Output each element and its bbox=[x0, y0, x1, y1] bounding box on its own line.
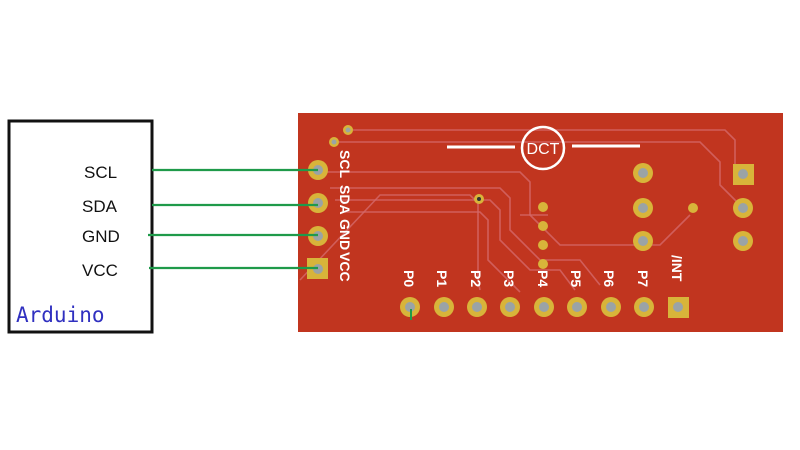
header-label-gnd: GND bbox=[337, 219, 353, 250]
port-label-p3: P3 bbox=[501, 270, 517, 287]
port-label-p0: P0 bbox=[401, 270, 417, 287]
connection-wires bbox=[148, 168, 318, 270]
address-jumpers bbox=[633, 163, 754, 251]
port-label-p7: P7 bbox=[635, 270, 651, 287]
header-label-scl: SCL bbox=[337, 150, 353, 178]
port-header: P0 P1 P2 P3 P4 P5 P6 P7 /INT bbox=[400, 255, 689, 320]
arduino-pin-scl: SCL bbox=[84, 163, 117, 182]
arduino-pin-vcc: VCC bbox=[82, 261, 118, 280]
header-label-sda: SDA bbox=[337, 185, 353, 215]
logo-text: DCT bbox=[527, 141, 560, 158]
port-label-p4: P4 bbox=[535, 270, 551, 287]
arduino-pin-gnd: GND bbox=[82, 227, 120, 246]
arduino-title: Arduino bbox=[16, 303, 105, 327]
port-label-p5: P5 bbox=[568, 270, 584, 287]
port-label-p2: P2 bbox=[468, 270, 484, 287]
arduino-outline bbox=[7, 119, 154, 334]
arduino-block: SCL SDA GND VCC Arduino bbox=[7, 119, 154, 334]
arduino-pin-sda: SDA bbox=[82, 197, 118, 216]
port-label-int: /INT bbox=[669, 255, 685, 282]
port-label-p1: P1 bbox=[434, 270, 450, 287]
header-label-vcc: VCC bbox=[337, 252, 353, 282]
port-label-p6: P6 bbox=[601, 270, 617, 287]
pcf8574-board: DCT SCL SDA GND VCC bbox=[298, 113, 783, 332]
vias bbox=[329, 125, 698, 269]
dct-logo: DCT bbox=[447, 125, 640, 171]
board-traces bbox=[299, 129, 744, 293]
